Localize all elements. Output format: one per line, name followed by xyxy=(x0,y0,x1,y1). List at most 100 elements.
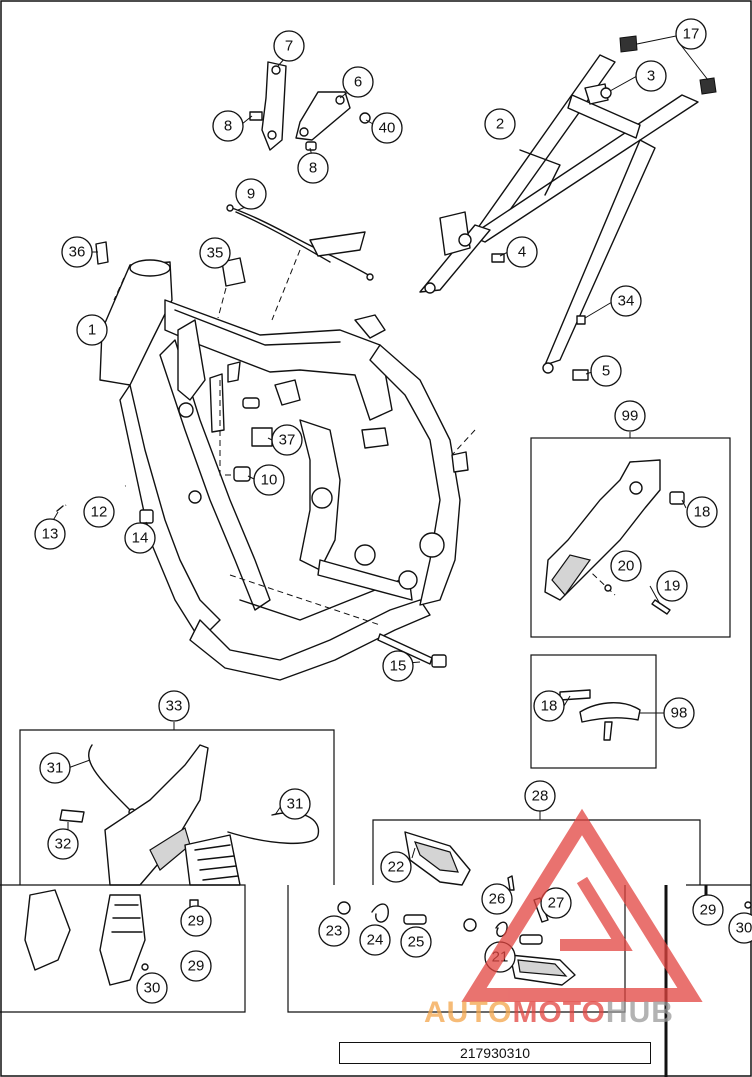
svg-text:29: 29 xyxy=(188,913,205,930)
svg-text:31: 31 xyxy=(47,760,64,777)
callout-18-box-98: 18 xyxy=(533,690,565,722)
callout-29-left-upper: 29 xyxy=(180,905,212,937)
svg-text:23: 23 xyxy=(326,923,343,940)
drawing-number: 217930310 xyxy=(339,1042,651,1064)
kit-box-28 xyxy=(372,819,701,885)
svg-text:37: 37 xyxy=(279,432,296,449)
main-frame-drawing xyxy=(99,259,469,681)
svg-text:9: 9 xyxy=(247,186,255,203)
callout-33: 33 xyxy=(158,690,190,722)
footpeg-drawing xyxy=(337,831,576,986)
svg-text:29: 29 xyxy=(188,958,205,975)
kit-box-33 xyxy=(19,729,335,885)
callout-35: 35 xyxy=(199,237,231,269)
svg-text:17: 17 xyxy=(683,26,700,43)
callout-4: 4 xyxy=(506,236,538,268)
callout-28: 28 xyxy=(524,780,556,812)
callout-9: 9 xyxy=(235,178,267,210)
chain-guide-drawing xyxy=(544,459,685,615)
svg-text:99: 99 xyxy=(622,408,639,425)
callout-36: 36 xyxy=(61,236,93,268)
lower-box-left xyxy=(0,884,246,1013)
frame-protector-drawing xyxy=(59,744,320,886)
svg-text:6: 6 xyxy=(354,74,362,91)
svg-text:5: 5 xyxy=(602,363,610,380)
watermark-logo-icon xyxy=(461,808,703,1002)
callout-98: 98 xyxy=(663,697,695,729)
callout-17: 17 xyxy=(675,18,707,50)
svg-text:26: 26 xyxy=(489,891,506,908)
svg-text:32: 32 xyxy=(55,836,72,853)
callout-37: 37 xyxy=(271,424,303,456)
callout-99: 99 xyxy=(614,400,646,432)
callout-6: 6 xyxy=(342,66,374,98)
svg-text:35: 35 xyxy=(207,245,224,262)
svg-text:20: 20 xyxy=(618,558,635,575)
svg-text:40: 40 xyxy=(379,120,396,137)
subframe-drawing xyxy=(419,35,717,381)
svg-text:36: 36 xyxy=(69,244,86,261)
svg-text:24: 24 xyxy=(367,932,384,949)
svg-text:18: 18 xyxy=(541,698,558,715)
callout-2: 2 xyxy=(484,108,516,140)
svg-text:98: 98 xyxy=(671,705,688,722)
callout-22: 22 xyxy=(380,851,412,883)
slider-drawing xyxy=(559,689,641,741)
svg-text:25: 25 xyxy=(408,934,425,951)
callout-3: 3 xyxy=(635,60,667,92)
svg-text:18: 18 xyxy=(694,504,711,521)
svg-text:8: 8 xyxy=(309,160,317,177)
kit-box-98 xyxy=(530,654,657,769)
callout-8-top-center: 8 xyxy=(297,152,329,184)
svg-text:15: 15 xyxy=(390,658,407,675)
callout-26: 26 xyxy=(481,883,513,915)
callout-30-right: 30 xyxy=(728,912,752,944)
svg-text:7: 7 xyxy=(285,38,293,55)
callout-18-box-99: 18 xyxy=(686,496,718,528)
svg-text:10: 10 xyxy=(261,472,278,489)
svg-text:28: 28 xyxy=(532,788,549,805)
svg-text:19: 19 xyxy=(664,578,681,595)
callout-10: 10 xyxy=(253,464,285,496)
callout-19: 19 xyxy=(656,570,688,602)
callout-31-left: 31 xyxy=(39,752,71,784)
svg-text:12: 12 xyxy=(91,504,108,521)
svg-text:30: 30 xyxy=(144,980,161,997)
watermark-part-auto: AUTO xyxy=(424,996,513,1029)
callout-30-left: 30 xyxy=(136,972,168,1004)
callout-13: 13 xyxy=(34,518,66,550)
watermark-part-hub: HUB xyxy=(605,996,674,1029)
watermark-part-moto: MOTO xyxy=(512,996,606,1029)
svg-text:22: 22 xyxy=(388,859,405,876)
callout-31-right: 31 xyxy=(279,788,311,820)
callout-34: 34 xyxy=(610,285,642,317)
svg-text:13: 13 xyxy=(42,526,59,543)
cable-drawing xyxy=(226,204,374,281)
small-parts-left xyxy=(56,241,447,668)
svg-text:2: 2 xyxy=(496,116,504,133)
svg-text:8: 8 xyxy=(224,118,232,135)
svg-text:14: 14 xyxy=(132,530,149,547)
svg-text:1: 1 xyxy=(88,322,96,339)
callout-7: 7 xyxy=(273,30,305,62)
callout-32: 32 xyxy=(47,828,79,860)
svg-text:31: 31 xyxy=(287,796,304,813)
svg-text:33: 33 xyxy=(166,698,183,715)
callout-23: 23 xyxy=(318,915,350,947)
svg-text:30: 30 xyxy=(736,920,752,937)
svg-text:27: 27 xyxy=(548,895,565,912)
callout-1: 1 xyxy=(76,314,108,346)
svg-text:34: 34 xyxy=(618,293,635,310)
watermark-text: AUTOMOTOHUB xyxy=(424,994,674,1032)
callout-8-top-left: 8 xyxy=(212,110,244,142)
callout-40: 40 xyxy=(371,112,403,144)
callout-15: 15 xyxy=(382,650,414,682)
callout-5: 5 xyxy=(590,355,622,387)
callout-12: 12 xyxy=(83,496,115,528)
svg-text:3: 3 xyxy=(647,68,655,85)
callout-27: 27 xyxy=(540,887,572,919)
svg-text:29: 29 xyxy=(700,902,717,919)
